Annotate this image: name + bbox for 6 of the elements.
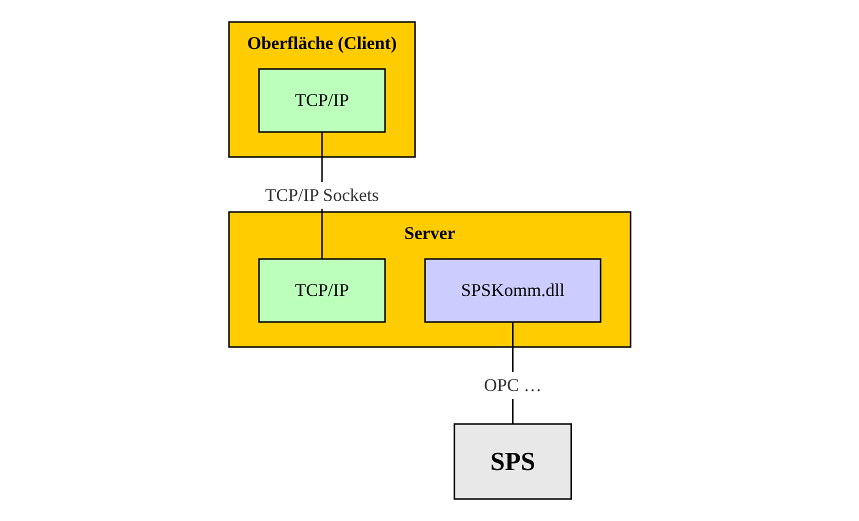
- node-box: SPS: [453, 423, 572, 500]
- edge-label: OPC …: [484, 375, 542, 395]
- node-box: SPSKomm.dll: [424, 258, 602, 323]
- node-box: TCP/IP: [258, 68, 386, 133]
- node-box: TCP/IP: [258, 258, 386, 323]
- edge-label: TCP/IP Sockets: [264, 185, 379, 205]
